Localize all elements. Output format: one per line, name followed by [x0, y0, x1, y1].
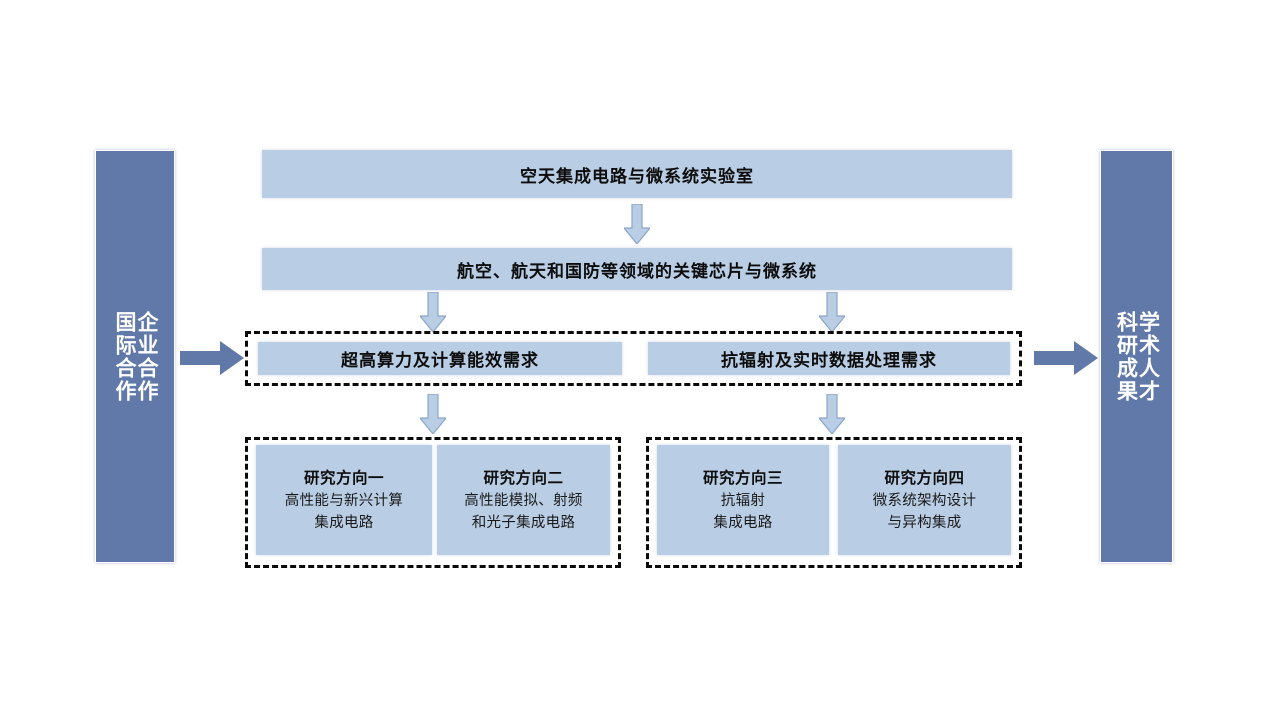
direction-title-1: 研究方向一 [303, 469, 384, 487]
direction-title-4: 研究方向四 [884, 469, 965, 487]
direction-line1-3: 抗辐射 [720, 492, 766, 509]
arrow-domain-to-need-1-icon [420, 292, 446, 332]
domain-box: 航空、航天和国防等领域的关键芯片与微系统 [262, 248, 1012, 290]
direction-box-2: 研究方向二 高性能模拟、射频 和光子集成电路 [437, 445, 610, 555]
lab-title-box: 空天集成电路与微系统实验室 [262, 150, 1012, 198]
direction-box-3: 研究方向三 抗辐射 集成电路 [657, 445, 829, 555]
arrow-domain-to-need-2-icon [819, 292, 845, 332]
arrow-need-1-to-directions-icon [420, 394, 446, 434]
need-label-2: 抗辐射及实时数据处理需求 [721, 351, 937, 370]
left-input-arrow-icon [180, 341, 244, 375]
directions-dashed-group-right [646, 437, 1022, 568]
direction-box-1: 研究方向一 高性能与新兴计算 集成电路 [256, 445, 432, 555]
direction-title-3: 研究方向三 [702, 469, 783, 487]
need-box-2: 抗辐射及实时数据处理需求 [648, 342, 1010, 375]
direction-line1-4: 微系统架构设计 [872, 492, 977, 509]
direction-line2-4: 与异构集成 [887, 514, 962, 531]
needs-dashed-group [245, 331, 1022, 386]
direction-line2-3: 集成电路 [713, 514, 773, 531]
direction-box-4: 研究方向四 微系统架构设计 与异构集成 [838, 445, 1011, 555]
arrow-need-2-to-directions-icon [819, 394, 845, 434]
direction-title-2: 研究方向二 [483, 469, 564, 487]
direction-line2-2: 和光子集成电路 [471, 514, 576, 531]
direction-line1-1: 高性能与新兴计算 [284, 492, 404, 509]
arrow-lab-to-domain-icon [624, 204, 650, 244]
directions-dashed-group-left [245, 437, 621, 568]
direction-line2-1: 集成电路 [314, 514, 374, 531]
left-input-bar: 企业合作 国际合作 [95, 150, 175, 563]
right-output-arrow-icon [1034, 341, 1098, 375]
need-label-1: 超高算力及计算能效需求 [341, 351, 539, 370]
domain-label: 航空、航天和国防等领域的关键芯片与微系统 [457, 261, 817, 281]
lab-title-label: 空天集成电路与微系统实验室 [520, 166, 754, 186]
right-output-bar: 学术人才 科研成果 [1100, 150, 1173, 563]
left-input-bar-label: 企业合作 国际合作 [113, 310, 159, 403]
direction-line1-2: 高性能模拟、射频 [464, 492, 583, 509]
need-box-1: 超高算力及计算能效需求 [258, 342, 622, 375]
right-output-bar-label: 学术人才 科研成果 [1114, 310, 1160, 403]
